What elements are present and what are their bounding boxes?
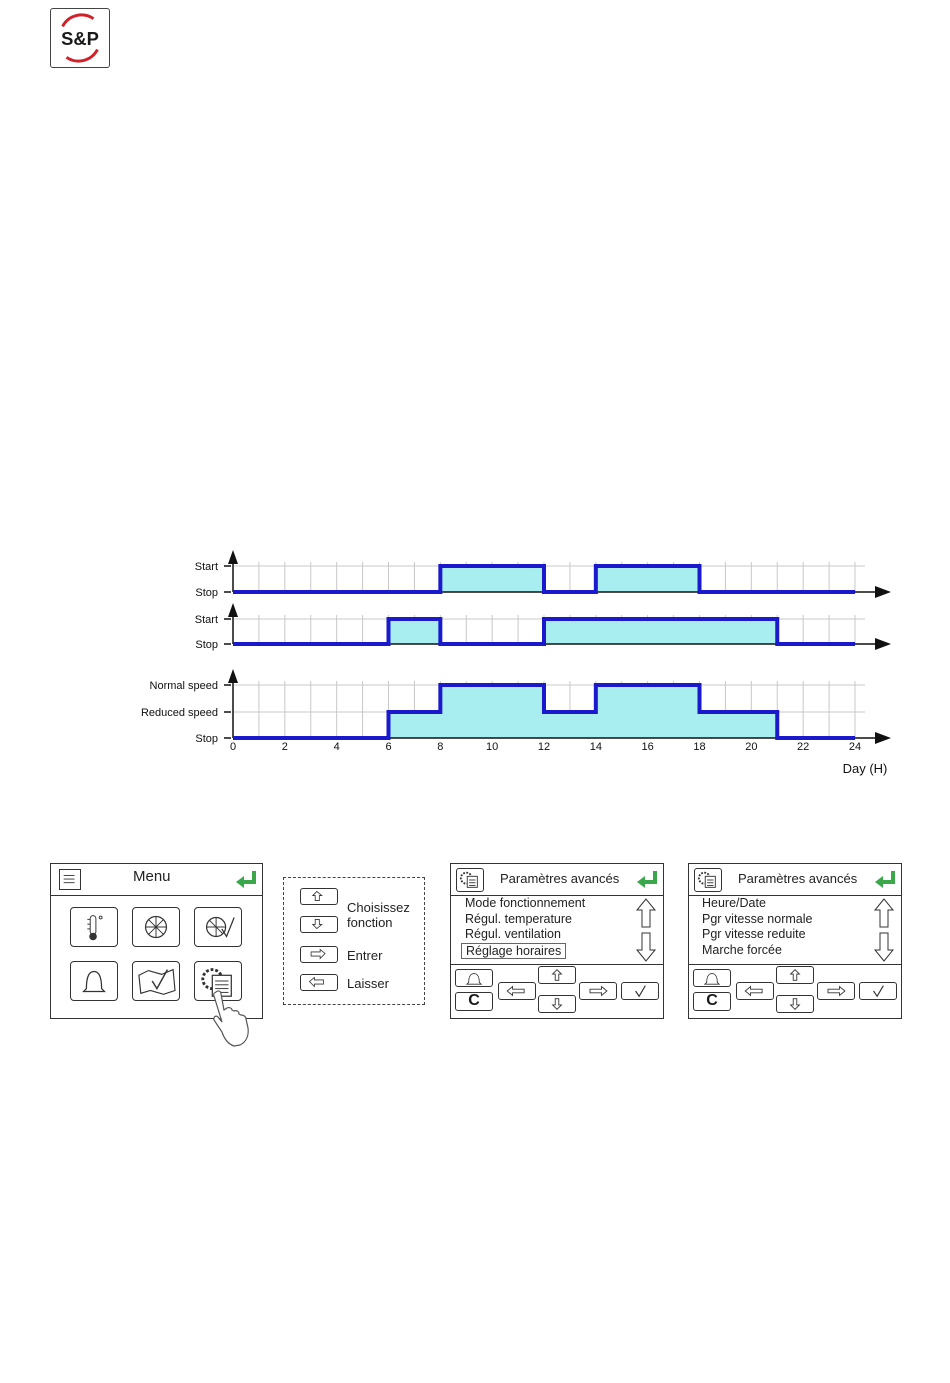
- fan-check-button[interactable]: [194, 907, 242, 947]
- down-key[interactable]: [776, 995, 814, 1013]
- advanced1-list: Mode fonctionnement Régul. temperature R…: [461, 896, 586, 959]
- list-item[interactable]: Mode fonctionnement: [465, 896, 586, 910]
- x-tick-label: 0: [230, 741, 236, 753]
- x-axis-arrow: [875, 732, 891, 744]
- level-label: Stop: [195, 733, 218, 745]
- left-key[interactable]: [498, 982, 536, 1000]
- level-label: Start: [195, 614, 218, 626]
- x-tick-label: 24: [849, 741, 861, 753]
- fan-button[interactable]: [132, 907, 180, 947]
- c-key[interactable]: C: [455, 992, 493, 1011]
- x-tick-label: 14: [590, 741, 602, 753]
- confirm-key[interactable]: [621, 982, 659, 1000]
- list-item[interactable]: Régul. ventilation: [465, 927, 561, 941]
- logo-text: S&P: [61, 28, 99, 49]
- right-key[interactable]: [817, 982, 855, 1000]
- list-item[interactable]: Marche forcée: [702, 942, 782, 957]
- advanced2-list: Heure/Date Pgr vitesse normale Pgr vites…: [702, 896, 812, 958]
- level-label: Start: [195, 561, 218, 573]
- x-tick-label: 2: [282, 741, 288, 753]
- confirm-key[interactable]: [859, 982, 897, 1000]
- level-label: Stop: [195, 639, 218, 651]
- x-tick-label: 4: [334, 741, 340, 753]
- c-key[interactable]: C: [693, 992, 731, 1011]
- bell-key[interactable]: [455, 969, 493, 987]
- left-key[interactable]: [736, 982, 774, 1000]
- schedule-line: [233, 617, 855, 646]
- back-arrow-icon[interactable]: [634, 868, 660, 892]
- schedule-line: [233, 564, 855, 594]
- up-key[interactable]: [776, 966, 814, 984]
- x-tick-label: 20: [745, 741, 757, 753]
- legend-up-key: [300, 888, 338, 905]
- x-axis-arrow: [875, 586, 891, 598]
- menu-list-icon[interactable]: [59, 869, 81, 890]
- scroll-up-icon[interactable]: [635, 897, 657, 929]
- list-item[interactable]: Régul. temperature: [465, 911, 573, 926]
- y-axis-arrow: [228, 669, 238, 683]
- legend-right-key: [300, 946, 338, 963]
- x-axis-label: Day (H): [843, 761, 888, 776]
- x-tick-label: 18: [693, 741, 705, 753]
- sp-logo: S&P: [50, 8, 110, 68]
- advanced-screen-1: Paramètres avancés Mode fonctionnement R…: [450, 863, 664, 1019]
- level-label: Stop: [195, 587, 218, 599]
- x-tick-label: 8: [437, 741, 443, 753]
- level-label: Reduced speed: [141, 707, 218, 719]
- back-arrow-icon[interactable]: [872, 868, 898, 892]
- x-tick-label: 12: [538, 741, 550, 753]
- legend-left-key: [300, 974, 338, 991]
- list-item[interactable]: Pgr vitesse normale: [702, 911, 813, 926]
- right-key[interactable]: [579, 982, 617, 1000]
- y-axis-arrow: [228, 550, 238, 564]
- scroll-down-icon[interactable]: [635, 931, 657, 963]
- hand-pointer-icon: [213, 990, 249, 1047]
- list-item[interactable]: Heure/Date: [702, 896, 766, 910]
- menu-title: Menu: [133, 868, 171, 885]
- legend-leave-text: Laisser: [347, 976, 389, 991]
- selected-list-item[interactable]: Réglage horaires: [461, 942, 567, 959]
- y-axis-arrow: [228, 603, 238, 617]
- map-check-button[interactable]: [132, 961, 180, 1001]
- bell-key[interactable]: [693, 969, 731, 987]
- thermometer-button[interactable]: [70, 907, 118, 947]
- settings-doc-icon: [456, 868, 484, 892]
- down-key[interactable]: [538, 995, 576, 1013]
- scroll-up-icon[interactable]: [873, 897, 895, 929]
- x-tick-label: 16: [642, 741, 654, 753]
- legend-down-key: [300, 916, 338, 933]
- legend-choose-text: Choisissez: [347, 900, 410, 915]
- advanced1-title: Paramètres avancés: [500, 871, 620, 886]
- list-item[interactable]: Pgr vitesse reduite: [702, 927, 806, 941]
- x-tick-label: 22: [797, 741, 809, 753]
- x-tick-label: 10: [486, 741, 498, 753]
- advanced-screen-2: Paramètres avancés Heure/Date Pgr vitess…: [688, 863, 902, 1019]
- x-axis-arrow: [875, 638, 891, 650]
- back-arrow-icon[interactable]: [233, 868, 259, 892]
- legend-enter-text: Entrer: [347, 948, 383, 963]
- bell-button[interactable]: [70, 961, 118, 1001]
- key-legend: Choisissez fonction Entrer Laisser: [283, 877, 425, 1005]
- schedule-line: [233, 683, 855, 740]
- level-label: Normal speed: [150, 680, 218, 692]
- advanced2-title: Paramètres avancés: [738, 871, 858, 886]
- menu-screen: Menu: [50, 863, 263, 1019]
- x-tick-label: 6: [385, 741, 391, 753]
- up-key[interactable]: [538, 966, 576, 984]
- scroll-down-icon[interactable]: [873, 931, 895, 963]
- settings-doc-icon: [694, 868, 722, 892]
- legend-choose-text-2: fonction: [347, 915, 393, 930]
